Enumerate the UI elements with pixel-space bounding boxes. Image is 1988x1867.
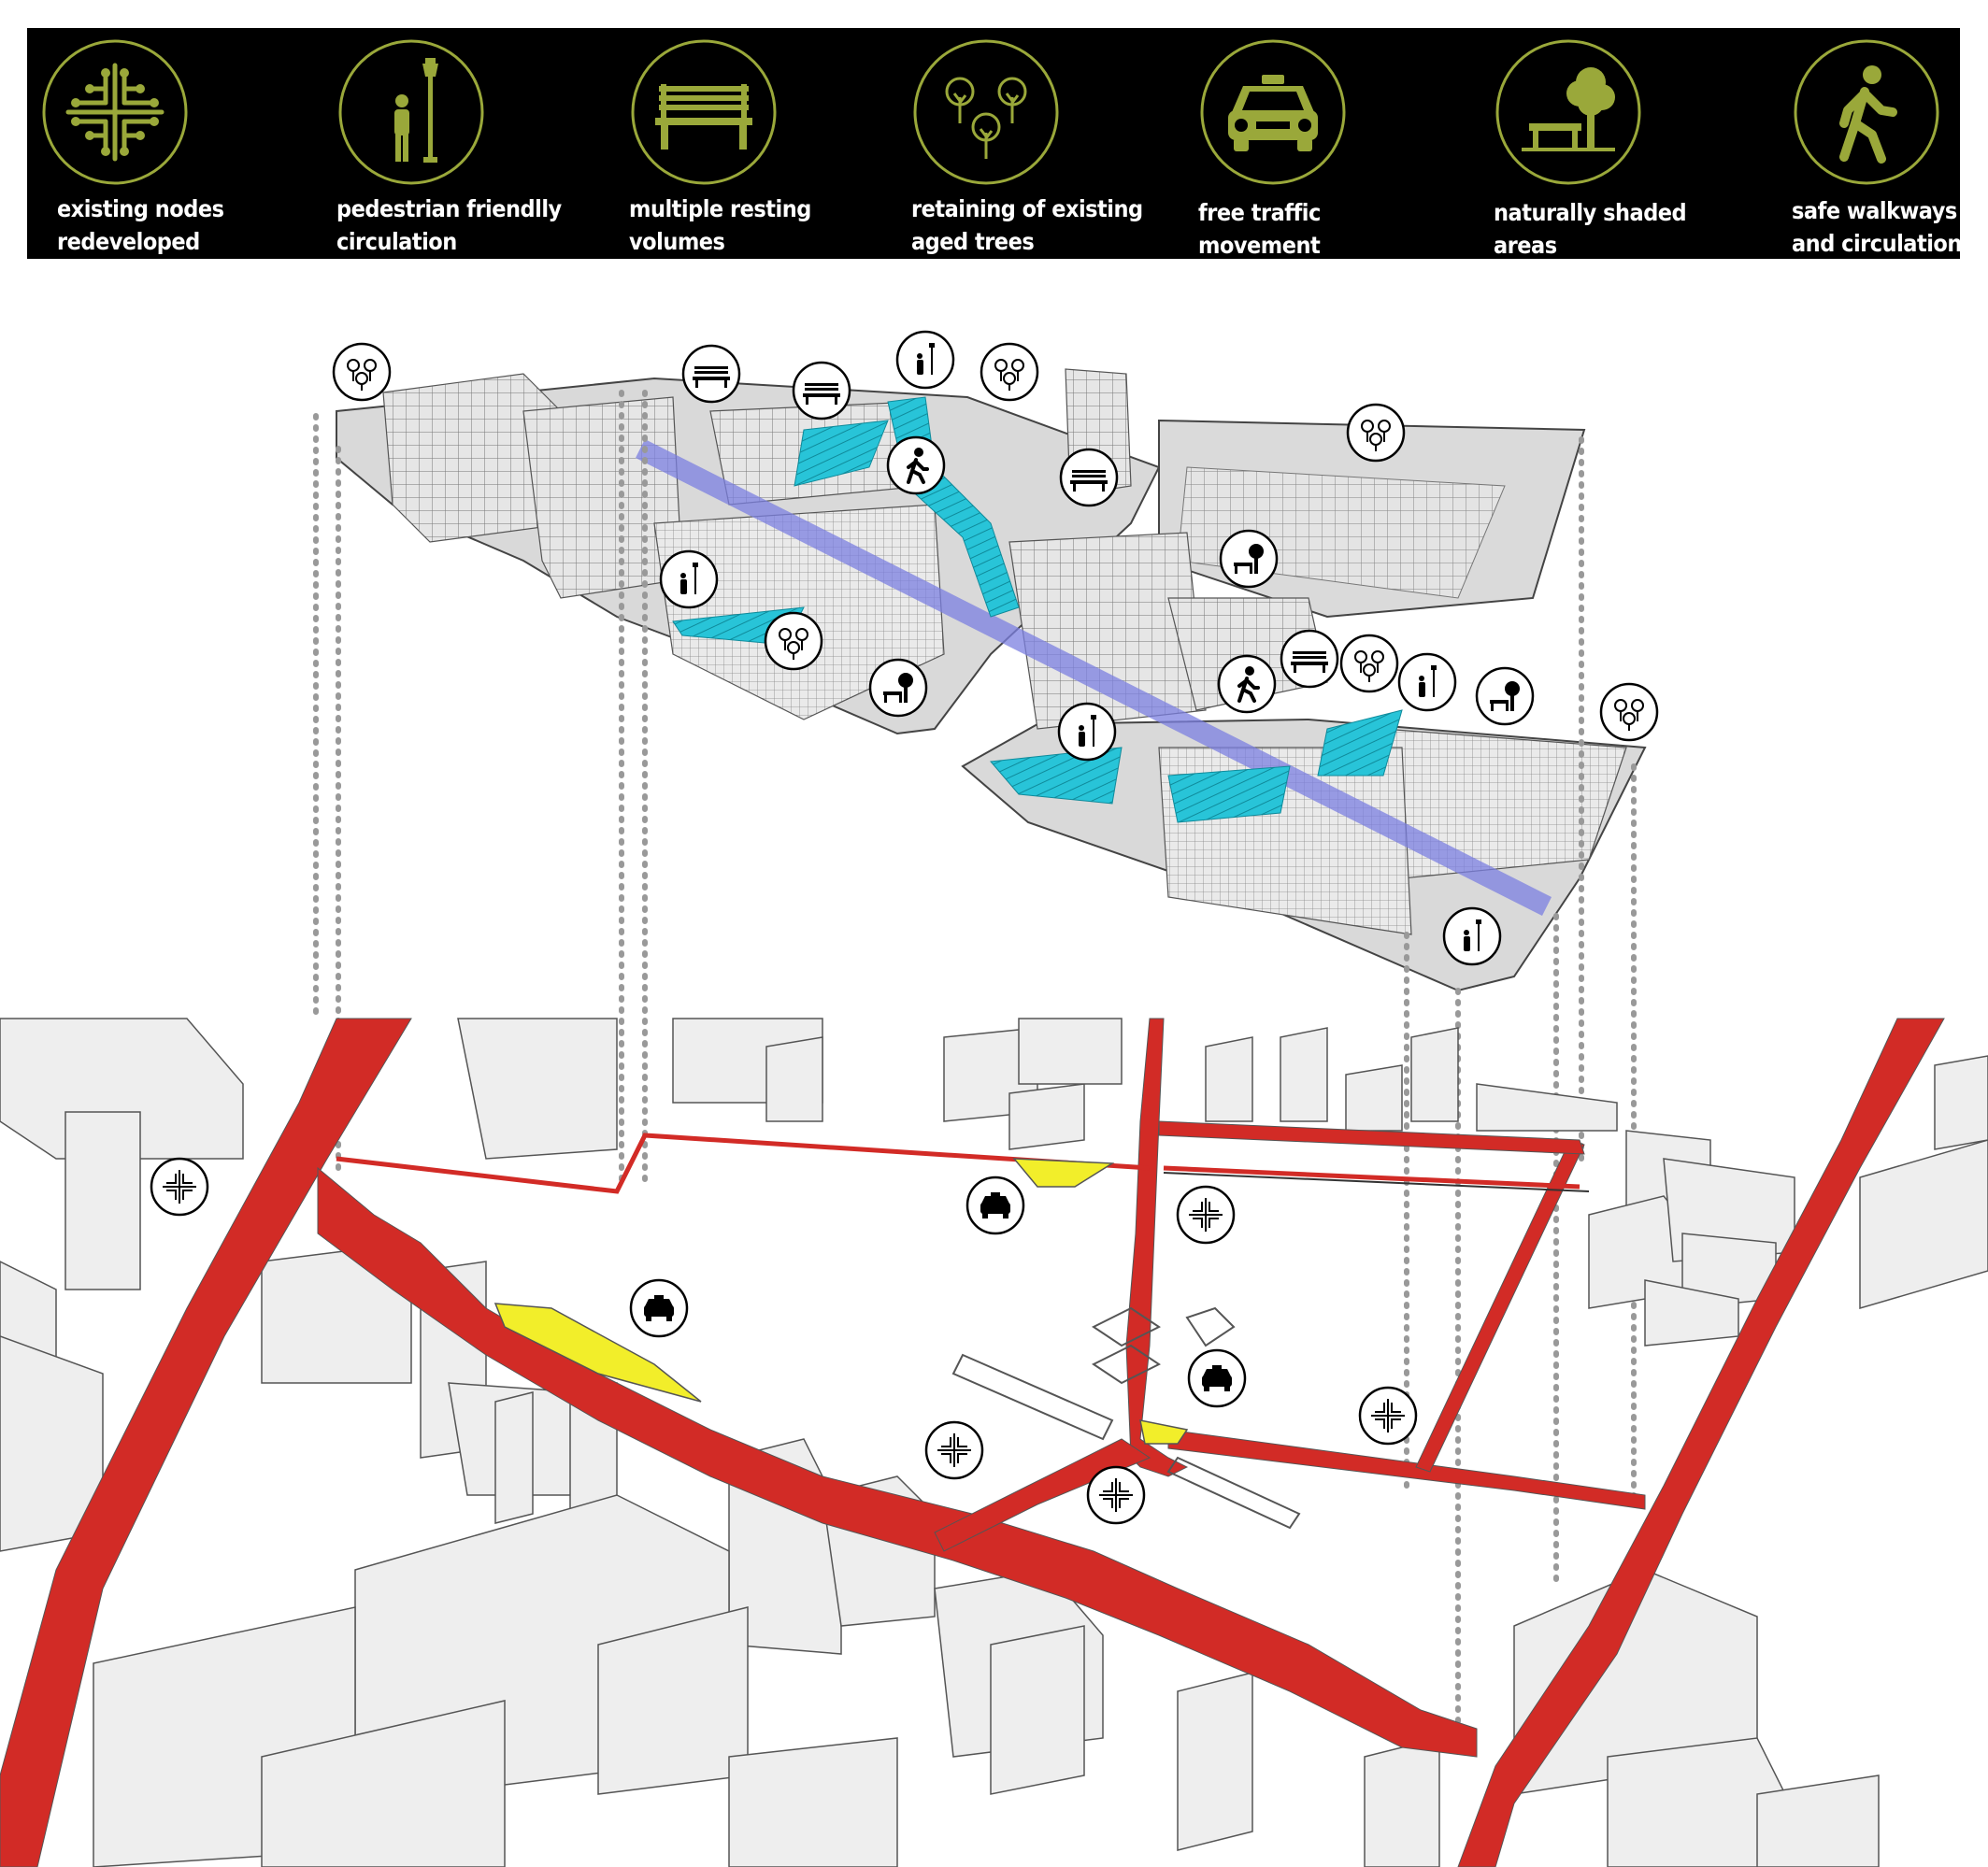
- trees-icon: [913, 39, 1059, 185]
- pedestrian-streetlamp-icon: [680, 343, 1481, 951]
- legend-item-traffic: free traffic movement: [1198, 28, 1423, 259]
- pedestrian-streetlamp-icon: [338, 39, 484, 185]
- walking-person-icon: [907, 448, 1260, 703]
- legend-label: free traffic movement: [1198, 199, 1321, 259]
- city-map: [0, 1018, 1988, 1867]
- axonometric-model: [313, 368, 1647, 1741]
- legend-label: multiple resting volumes: [629, 195, 811, 255]
- site-boundary: [336, 1133, 1580, 1194]
- bench-icon: [631, 39, 777, 185]
- legend-label: naturally shaded areas: [1494, 199, 1687, 259]
- road-crossings: [951, 1306, 1301, 1530]
- central-corridor: [636, 439, 1552, 916]
- bench-icon: [693, 366, 1328, 673]
- nodes-icon: [42, 39, 188, 185]
- legend-item-nodes: existing nodes redeveloped: [40, 28, 265, 259]
- bench-tree-icon: [1495, 39, 1641, 185]
- legend-label: retaining of existing aged trees: [911, 195, 1143, 255]
- legend-label: safe walkways and circulation: [1792, 197, 1962, 257]
- legend-item-trees: retaining of existing aged trees: [911, 28, 1143, 259]
- bench-tree-icon: [883, 544, 1520, 711]
- legend-item-pedestrian: pedestrian friendlly circulation: [336, 28, 562, 259]
- cyan-walkways: [672, 396, 1403, 823]
- nodes-icon: [163, 1170, 1405, 1512]
- legend-label: pedestrian friendlly circulation: [336, 195, 562, 255]
- legend-label: existing nodes redeveloped: [57, 195, 224, 255]
- pedestrian-streetlamp-icon: [659, 330, 1502, 966]
- road-network: [0, 1018, 1945, 1867]
- map-markers: [150, 330, 1659, 1525]
- parking-areas: [493, 1158, 1189, 1445]
- trees-icon: [347, 359, 1644, 731]
- legend-bar: existing nodes redeveloped pedestrian fr…: [27, 28, 1962, 259]
- walking-person-icon: [1794, 39, 1939, 185]
- marker-glyphs: [163, 343, 1644, 1512]
- taxi-icon: [1200, 39, 1346, 185]
- legend-item-walkways: safe walkways and circulation: [1792, 28, 1988, 259]
- taxi-icon: [644, 1192, 1232, 1391]
- legend-item-shaded: naturally shaded areas: [1494, 28, 1718, 259]
- site-internal-line: [1163, 1172, 1590, 1192]
- legend-item-resting: multiple resting volumes: [629, 28, 853, 259]
